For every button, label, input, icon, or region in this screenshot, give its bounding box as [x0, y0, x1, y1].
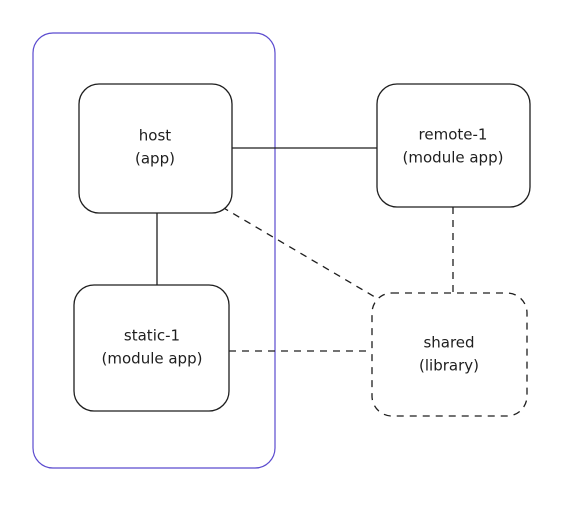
node-shared-subtitle: (library) [419, 357, 479, 375]
node-remote-1[interactable]: remote-1 (module app) [376, 83, 531, 208]
node-host[interactable]: host (app) [78, 83, 233, 214]
node-remote-1-title: remote-1 [419, 126, 488, 144]
node-host-subtitle: (app) [135, 150, 175, 168]
node-remote-1-box [376, 83, 531, 208]
host-group-container [32, 32, 276, 469]
node-static-1-subtitle: (module app) [102, 350, 203, 368]
node-host-title: host [139, 127, 171, 145]
node-static-1-title: static-1 [124, 327, 180, 345]
node-host-box [78, 83, 233, 214]
node-shared-title: shared [423, 334, 474, 352]
node-static-1-box [73, 284, 230, 412]
node-remote-1-subtitle: (module app) [403, 149, 504, 167]
edge-host-shared [221, 206, 381, 301]
node-shared[interactable]: shared (library) [371, 292, 528, 417]
node-static-1[interactable]: static-1 (module app) [73, 284, 230, 412]
node-shared-box [371, 292, 528, 417]
